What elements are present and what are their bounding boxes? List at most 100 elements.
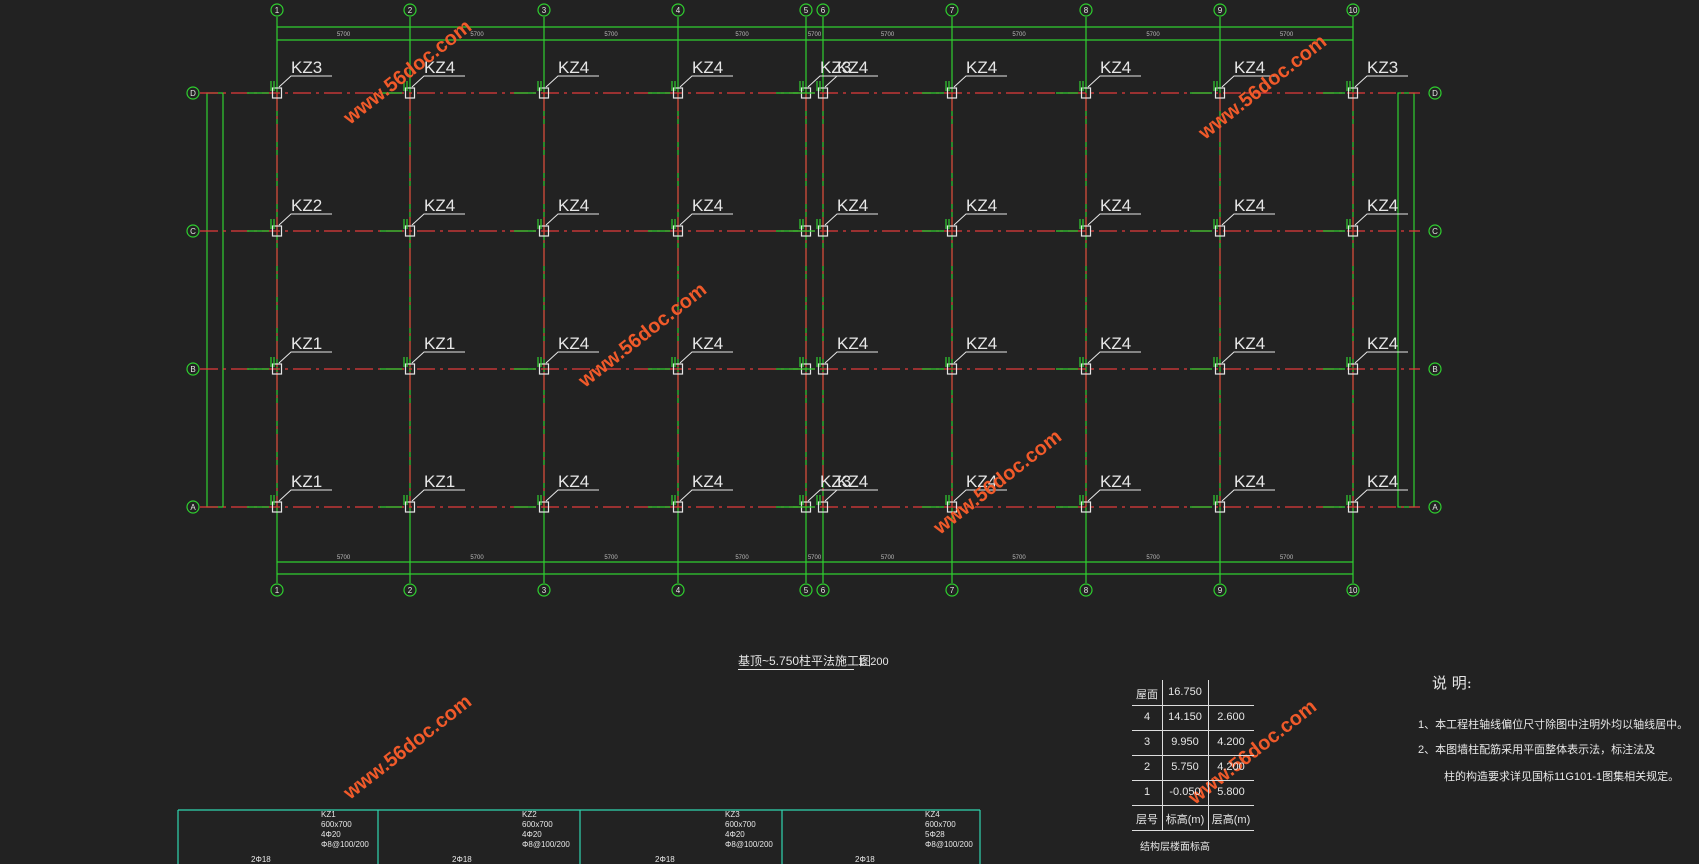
axis-label-bottom-9: 9 [1218, 586, 1223, 595]
notes-heading: 说 明: [1432, 674, 1472, 692]
schedule-corner: 2Φ18 [452, 855, 472, 864]
column-D-6: KZ4 [793, 58, 878, 99]
column-label: KZ4 [1367, 472, 1398, 491]
axis-label-top-9: 9 [1218, 6, 1223, 15]
axis-label-right-C: C [1432, 227, 1438, 236]
column-C-8: KZ4 [1056, 196, 1141, 237]
level-cell-height: 4.200 [1217, 761, 1245, 773]
level-cell-elev: 16.750 [1168, 686, 1202, 698]
column-label: KZ4 [692, 334, 723, 353]
axis-label-left-A: A [190, 503, 196, 512]
column-box [271, 87, 283, 99]
schedule-size: 600x700 [522, 820, 553, 829]
label-leader [1087, 213, 1141, 226]
column-box [672, 363, 684, 375]
watermark-1: www.56doc.com [339, 16, 476, 130]
column-D-2: KZ4 [380, 58, 465, 99]
label-leader [278, 213, 332, 226]
column-B-5 [776, 357, 812, 375]
dimension-top-2: 5700 [470, 32, 484, 38]
axis-label-bottom-10: 10 [1349, 586, 1358, 595]
label-leader [278, 351, 332, 364]
level-col-divider [1208, 680, 1209, 830]
dimension-bottom-3: 5700 [604, 555, 618, 561]
level-cell-floor: 2 [1143, 761, 1151, 773]
axis-bubble-right-A [1428, 500, 1442, 514]
label-leader [824, 213, 878, 226]
column-box [1347, 225, 1359, 237]
axis-label-top-1: 1 [275, 6, 280, 15]
dimension-bottom-1: 5700 [337, 555, 351, 561]
column-box [1214, 363, 1226, 375]
column-C-7: KZ4 [922, 196, 1007, 237]
schedule-name: KZ2 [522, 810, 537, 819]
column-label: KZ4 [1100, 472, 1131, 491]
label-leader [1354, 75, 1408, 88]
column-box [817, 363, 829, 375]
column-box [817, 225, 829, 237]
level-cell-floor: 层号 [1136, 814, 1158, 826]
axis-bubble-top-1 [270, 3, 284, 17]
column-label: KZ4 [837, 58, 868, 77]
schedule-name: KZ3 [725, 810, 740, 819]
watermark-4: www.56doc.com [929, 426, 1066, 540]
schedule-bars: 4Φ20 [321, 830, 341, 839]
column-label: KZ1 [291, 472, 322, 491]
column-box [538, 501, 550, 513]
schedule-bars: 5Φ28 [925, 830, 945, 839]
left-dimension-frame [206, 92, 224, 508]
column-B-1: KZ1 [247, 334, 332, 375]
column-box [1080, 225, 1092, 237]
label-leader [278, 489, 332, 502]
column-C-2: KZ4 [380, 196, 465, 237]
dimension-top-3: 5700 [604, 32, 618, 38]
watermark-5: www.56doc.com [339, 691, 476, 805]
label-leader [953, 213, 1007, 226]
column-label: KZ4 [692, 58, 723, 77]
axis-label-top-7: 7 [950, 6, 955, 15]
column-label: KZ4 [1234, 472, 1265, 491]
axis-label-right-A: A [1432, 503, 1438, 512]
column-D-3: KZ4 [514, 58, 599, 99]
label-leader [411, 351, 465, 364]
column-A-7: KZ4 [922, 472, 1007, 513]
axis-label-left-D: D [190, 89, 196, 98]
level-cell-elev: 标高(m) [1165, 814, 1205, 826]
level-table-caption: 结构层楼面标高 [1140, 842, 1210, 853]
axis-label-right-B: B [1432, 365, 1437, 374]
dimension-bottom-8: 5700 [1146, 555, 1160, 561]
notes-line-3: 柱的构造要求详见国标11G101-1图集相关规定。 [1444, 771, 1680, 783]
column-C-9: KZ4 [1190, 196, 1275, 237]
column-box [946, 501, 958, 513]
column-box [538, 87, 550, 99]
column-label: KZ4 [692, 196, 723, 215]
column-A-1: KZ1 [247, 472, 332, 513]
level-cell-height: 4.200 [1217, 736, 1245, 748]
axis-label-top-8: 8 [1084, 6, 1089, 15]
axis-bubble-right-C [1428, 224, 1442, 238]
axis-label-top-4: 4 [676, 6, 681, 15]
axis-bubble-bottom-8 [1079, 583, 1093, 597]
axis-bubble-left-D [186, 86, 200, 100]
label-leader [824, 351, 878, 364]
schedule-size: 600x700 [925, 820, 956, 829]
column-D-9: KZ4 [1190, 58, 1275, 99]
column-box [538, 225, 550, 237]
axis-bubble-bottom-4 [671, 583, 685, 597]
column-label: KZ4 [1367, 196, 1398, 215]
schedule-corner: 2Φ18 [855, 855, 875, 864]
axis-label-top-3: 3 [542, 6, 547, 15]
notes-line-1: 1、本工程柱轴线偏位尺寸除图中注明外均以轴线居中。 [1418, 719, 1689, 731]
column-D-1: KZ3 [247, 58, 332, 99]
level-cell-floor: 4 [1143, 711, 1151, 723]
column-box [271, 363, 283, 375]
column-label: KZ3 [291, 58, 322, 77]
axis-bubble-top-2 [403, 3, 417, 17]
column-B-7: KZ4 [922, 334, 1007, 375]
column-label: KZ4 [1234, 196, 1265, 215]
level-col-divider [1162, 680, 1163, 830]
column-B-10: KZ4 [1323, 334, 1408, 375]
schedule-bars: 4Φ20 [522, 830, 542, 839]
